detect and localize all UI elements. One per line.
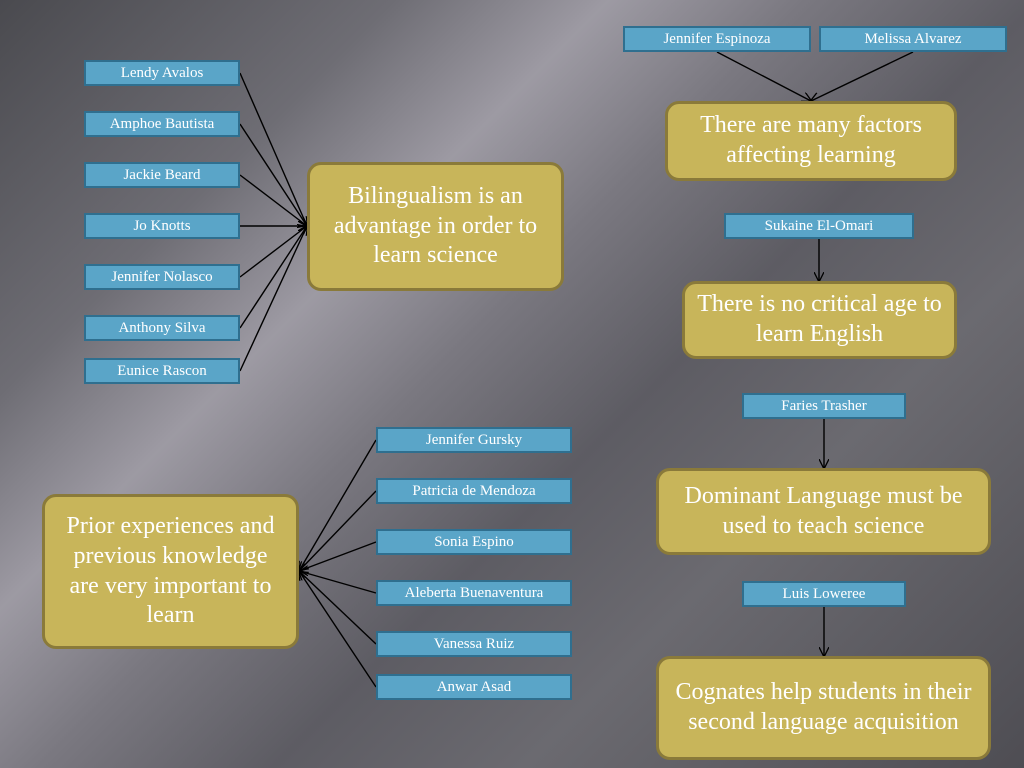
idea-box-critical-age: There is no critical age to learn Englis…	[682, 281, 957, 359]
arrow-sonia-espino	[299, 541, 377, 571]
arrow-anthony-silva	[239, 226, 307, 329]
arrow-jennifer-espinoza	[716, 51, 811, 101]
name-box-sonia-espino: Sonia Espino	[376, 529, 572, 555]
arrow-patricia-de-mendoza	[299, 490, 377, 571]
name-box-patricia-de-mendoza: Patricia de Mendoza	[376, 478, 572, 504]
idea-box-many-factors: There are many factors affecting learnin…	[665, 101, 957, 181]
arrow-jennifer-nolasco	[239, 226, 307, 278]
arrow-jackie-beard	[239, 174, 307, 226]
name-box-jennifer-nolasco: Jennifer Nolasco	[84, 264, 240, 290]
name-box-jackie-beard: Jackie Beard	[84, 162, 240, 188]
name-box-lendy-avalos: Lendy Avalos	[84, 60, 240, 86]
name-box-eunice-rascon: Eunice Rascon	[84, 358, 240, 384]
arrow-amphoe-bautista	[239, 123, 307, 226]
name-box-anwar-asad: Anwar Asad	[376, 674, 572, 700]
arrow-anwar-asad	[299, 571, 377, 688]
arrow-lendy-avalos	[239, 72, 307, 226]
name-box-aleberta-buenaventura: Aleberta Buenaventura	[376, 580, 572, 606]
arrow-vanessa-ruiz	[299, 571, 377, 645]
name-box-sukaine-el-omari: Sukaine El-Omari	[724, 213, 914, 239]
name-box-jo-knotts: Jo Knotts	[84, 213, 240, 239]
arrow-jennifer-gursky	[299, 439, 377, 571]
name-box-jennifer-espinoza: Jennifer Espinoza	[623, 26, 811, 52]
name-box-jennifer-gursky: Jennifer Gursky	[376, 427, 572, 453]
idea-box-dominant-language: Dominant Language must be used to teach …	[656, 468, 991, 555]
arrow-melissa-alvarez	[811, 51, 914, 101]
name-box-vanessa-ruiz: Vanessa Ruiz	[376, 631, 572, 657]
name-box-anthony-silva: Anthony Silva	[84, 315, 240, 341]
name-box-faries-trasher: Faries Trasher	[742, 393, 906, 419]
arrow-eunice-rascon	[239, 226, 307, 372]
name-box-amphoe-bautista: Amphoe Bautista	[84, 111, 240, 137]
arrow-aleberta-buenaventura	[299, 571, 377, 594]
name-box-melissa-alvarez: Melissa Alvarez	[819, 26, 1007, 52]
name-box-luis-loweree: Luis Loweree	[742, 581, 906, 607]
idea-box-cognates: Cognates help students in their second l…	[656, 656, 991, 760]
idea-box-prior-experiences: Prior experiences and previous knowledge…	[42, 494, 299, 649]
idea-box-bilingualism: Bilingualism is an advantage in order to…	[307, 162, 564, 291]
